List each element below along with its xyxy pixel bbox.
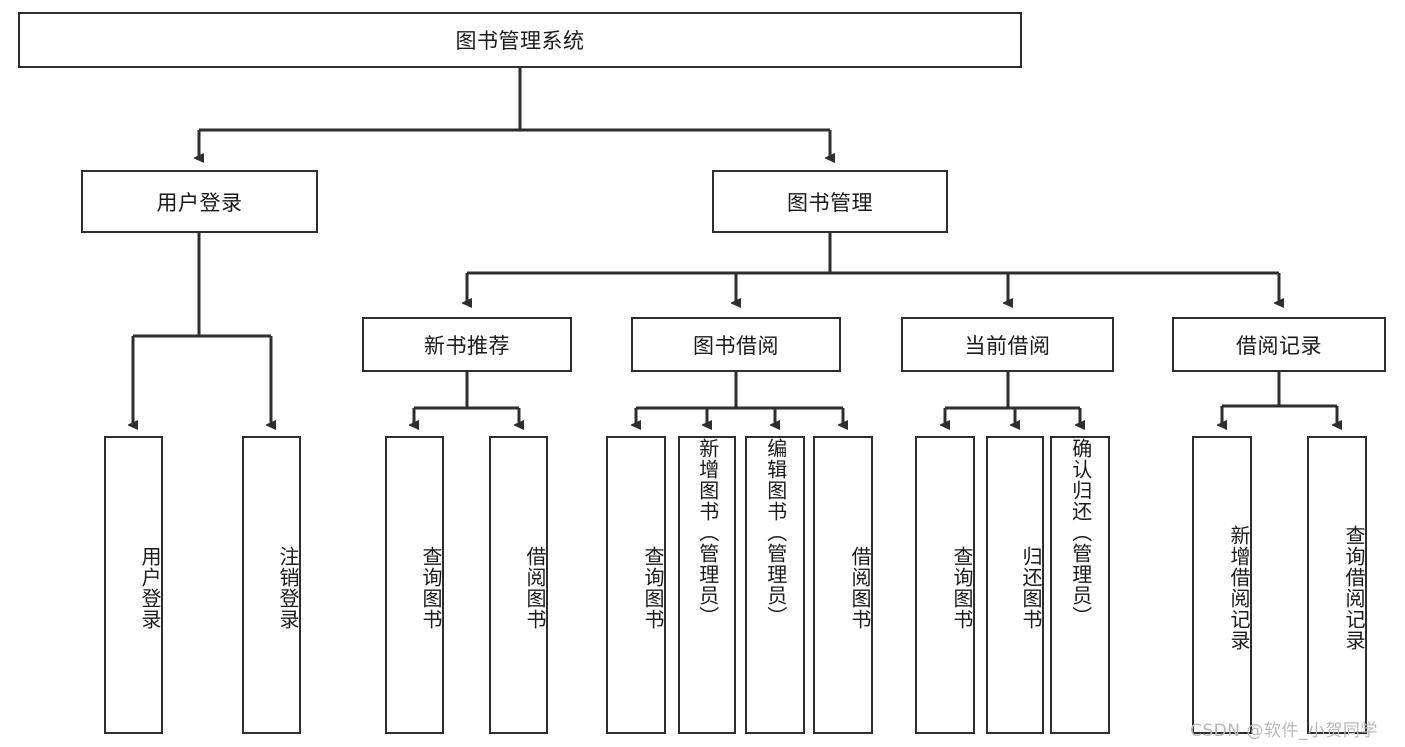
node-leaf-user-login-label: 用户登录 xyxy=(138,546,162,630)
node-leaf-confirm-return[interactable]: 确认归还（管理员） xyxy=(1050,436,1110,734)
node-leaf-borrow-book-2-label: 借阅图书 xyxy=(848,546,872,630)
node-current-borrow-label: 当前借阅 xyxy=(964,333,1051,358)
node-leaf-add-book[interactable]: 新增图书（管理员） xyxy=(678,436,736,734)
node-borrow-record[interactable]: 借阅记录 xyxy=(1172,317,1386,372)
node-leaf-query-book-1[interactable]: 查询图书 xyxy=(385,436,444,734)
node-leaf-query-book-2-label: 查询图书 xyxy=(641,546,665,630)
node-book-manage-label: 图书管理 xyxy=(787,190,873,215)
node-leaf-confirm-return-label: 确认归还（管理员） xyxy=(1068,438,1093,627)
node-leaf-edit-book-label: 编辑图书（管理员） xyxy=(763,438,788,627)
node-leaf-query-book-3[interactable]: 查询图书 xyxy=(915,436,975,734)
node-current-borrow[interactable]: 当前借阅 xyxy=(901,317,1114,372)
node-leaf-add-record-label: 新增借阅记录 xyxy=(1227,525,1251,651)
node-leaf-return-book-label: 归还图书 xyxy=(1019,546,1043,630)
node-root[interactable]: 图书管理系统 xyxy=(18,12,1022,68)
node-leaf-user-login[interactable]: 用户登录 xyxy=(104,436,163,734)
node-book-manage[interactable]: 图书管理 xyxy=(712,170,948,233)
node-leaf-query-record-label: 查询借阅记录 xyxy=(1342,525,1366,651)
node-root-label: 图书管理系统 xyxy=(455,29,585,53)
node-new-book-recommend[interactable]: 新书推荐 xyxy=(362,317,572,372)
node-leaf-logout-login-label: 注销登录 xyxy=(276,546,300,630)
node-leaf-add-record[interactable]: 新增借阅记录 xyxy=(1192,436,1252,734)
node-user-login-label: 用户登录 xyxy=(156,190,243,215)
node-book-borrow[interactable]: 图书借阅 xyxy=(631,317,841,372)
node-borrow-record-label: 借阅记录 xyxy=(1236,333,1322,358)
node-leaf-logout-login[interactable]: 注销登录 xyxy=(242,436,301,734)
node-leaf-query-book-1-label: 查询图书 xyxy=(419,546,443,630)
node-user-login[interactable]: 用户登录 xyxy=(81,170,318,233)
node-leaf-return-book[interactable]: 归还图书 xyxy=(986,436,1044,734)
node-new-book-recommend-label: 新书推荐 xyxy=(424,333,510,358)
node-leaf-borrow-book-2[interactable]: 借阅图书 xyxy=(813,436,873,734)
node-book-borrow-label: 图书借阅 xyxy=(693,333,779,358)
node-leaf-edit-book[interactable]: 编辑图书（管理员） xyxy=(745,436,805,734)
node-leaf-query-book-3-label: 查询图书 xyxy=(950,546,974,630)
node-leaf-query-book-2[interactable]: 查询图书 xyxy=(606,436,666,734)
node-leaf-borrow-book-1[interactable]: 借阅图书 xyxy=(489,436,548,734)
node-leaf-borrow-book-1-label: 借阅图书 xyxy=(523,546,547,630)
node-leaf-query-record[interactable]: 查询借阅记录 xyxy=(1307,436,1367,734)
node-leaf-add-book-label: 新增图书（管理员） xyxy=(695,438,720,627)
